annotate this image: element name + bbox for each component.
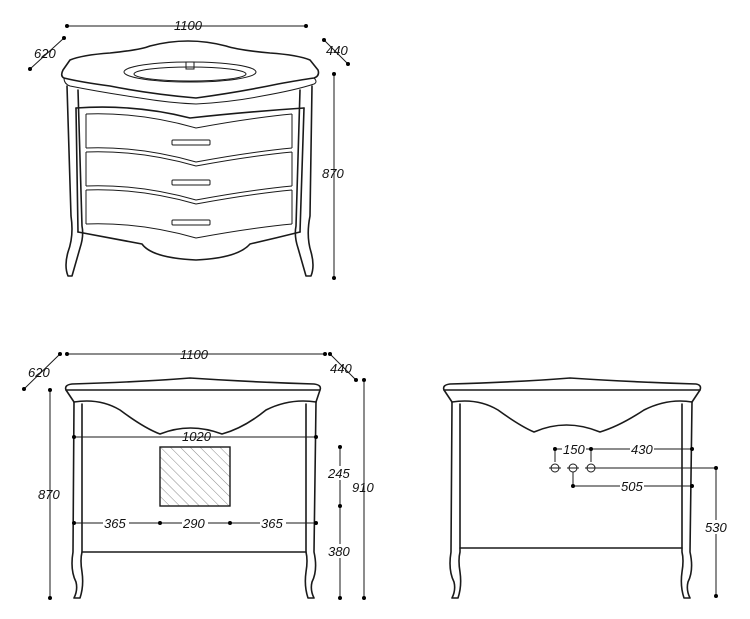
pipe-fitting [567,463,579,473]
pipe-fitting [585,463,597,473]
d430-label: 430 [631,442,653,457]
seg-right-label: 365 [261,516,283,531]
faucet-hole [185,61,195,70]
rear-view: 150 430 505 530 [442,377,729,599]
basin [123,61,257,83]
front-countertop [64,377,322,391]
front-left-leg [71,401,84,599]
drawer-handle [171,139,211,146]
front-width-label: 1100 [180,347,209,362]
front-view: 1100 620 440 870 910 1020 [22,347,374,600]
front-height-right-label: 910 [352,480,374,495]
top-width-label: 1100 [174,18,203,33]
rear-right-leg [680,401,693,599]
top-height-label: 870 [322,166,344,181]
countertop-outline [60,40,320,99]
drawer-handle [171,219,211,226]
front-height-left-label: 870 [38,487,60,502]
apron [77,231,301,261]
d505-label: 505 [621,479,643,494]
rear-countertop [442,377,702,391]
d530-label: 530 [705,520,727,535]
top-depth-right-label: 440 [326,43,348,58]
front-inner-width-label: 1020 [182,429,212,444]
rear-left-leg [449,401,462,599]
seg-mid-label: 290 [182,516,205,531]
front-depth-left-label: 620 [28,365,50,380]
right-leg [294,85,314,277]
pipe-fitting [549,463,561,473]
seg-left-label: 365 [104,516,126,531]
perspective-view: 1100 620 440 870 [28,18,350,280]
plumbing-opening [159,446,231,507]
left-leg [65,85,84,277]
drawer-handle [171,179,211,186]
top-depth-left-label: 620 [34,46,56,61]
front-depth-right-label: 440 [330,361,352,376]
opening-base-label: 380 [328,544,350,559]
d150-label: 150 [563,442,585,457]
opening-height-label: 245 [327,466,350,481]
front-right-leg [304,401,317,599]
